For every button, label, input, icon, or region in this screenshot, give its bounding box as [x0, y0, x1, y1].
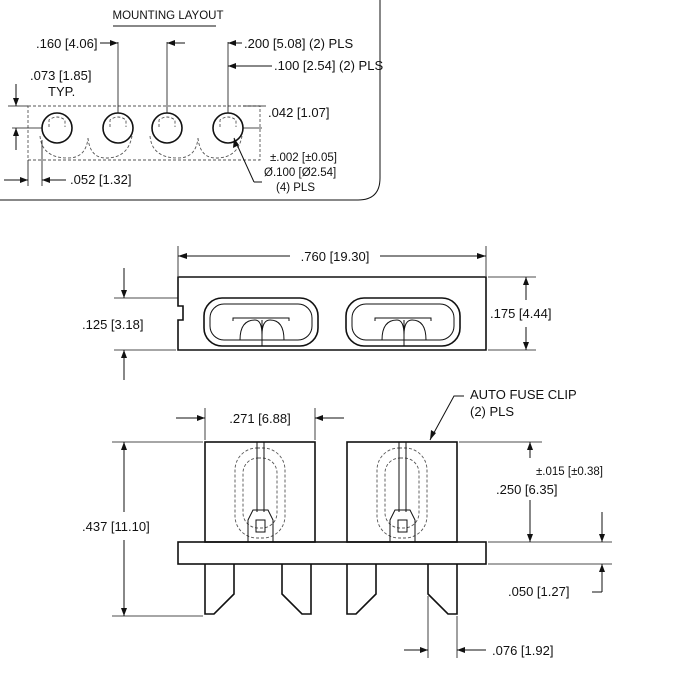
- dim-pitch-160: .160 [4.06]: [36, 36, 97, 51]
- clip-housing: [204, 441, 316, 543]
- callout-pls: (2) PLS: [470, 404, 514, 419]
- mounting-layout-panel: MOUNTING LAYOUT: [0, 0, 383, 201]
- clip-outline-dashed: [39, 135, 133, 159]
- dim-050: .050 [1.27]: [508, 584, 569, 599]
- front-view: AUTO FUSE CLIP (2) PLS .271 [6.88] .437 …: [82, 387, 612, 658]
- dim-hole-dia: Ø.100 [Ø2.54]: [264, 167, 336, 179]
- dim-100: .100 [2.54] (2) PLS: [274, 58, 383, 73]
- mounting-hole: [102, 112, 134, 144]
- fuse-clip-hidden: [376, 442, 428, 542]
- fuse-clip-top: [203, 297, 319, 347]
- mounting-hole: [212, 112, 244, 144]
- dim-250-tol: ±.015 [±0.38]: [536, 466, 603, 478]
- dim-typ: TYP.: [48, 84, 75, 99]
- dim-437: .437 [11.10]: [82, 519, 150, 534]
- clip-outline-dashed: [149, 135, 243, 159]
- dim-271: .271 [6.88]: [229, 411, 290, 426]
- dim-042: .042 [1.07]: [268, 105, 329, 120]
- dim-052: .052 [1.32]: [70, 172, 131, 187]
- mounting-hole: [41, 112, 73, 144]
- fuse-clip-hidden: [234, 442, 286, 542]
- dim-175: .175 [4.44]: [490, 306, 551, 321]
- clip-housing: [346, 441, 458, 543]
- dim-hole-pls: (4) PLS: [276, 182, 315, 194]
- dim-hole-tol: ±.002 [±0.05]: [270, 152, 337, 164]
- base-plate: [177, 541, 487, 565]
- mounting-hole: [151, 112, 183, 144]
- dim-250: .250 [6.35]: [496, 482, 557, 497]
- pin: [281, 564, 312, 615]
- mounting-layout-title: MOUNTING LAYOUT: [113, 10, 224, 22]
- dim-125: .125 [3.18]: [82, 317, 143, 332]
- pin: [346, 564, 377, 615]
- dim-pitch-200: .200 [5.08] (2) PLS: [244, 36, 353, 51]
- dim-073: .073 [1.85]: [30, 68, 91, 83]
- dim-076: .076 [1.92]: [492, 643, 553, 658]
- footprint-outline: [27, 105, 261, 161]
- top-view-body: [177, 276, 487, 351]
- callout-auto-fuse-clip: AUTO FUSE CLIP: [470, 387, 577, 402]
- pin: [427, 564, 458, 615]
- fuse-clip-top: [345, 297, 461, 347]
- dim-width-760: .760 [19.30]: [301, 249, 370, 264]
- panel-border: [0, 0, 381, 201]
- pin: [204, 564, 235, 615]
- top-view: .760 [19.30] .125 [3.18] .175 [4.44]: [82, 246, 551, 380]
- leader-line: [429, 395, 464, 441]
